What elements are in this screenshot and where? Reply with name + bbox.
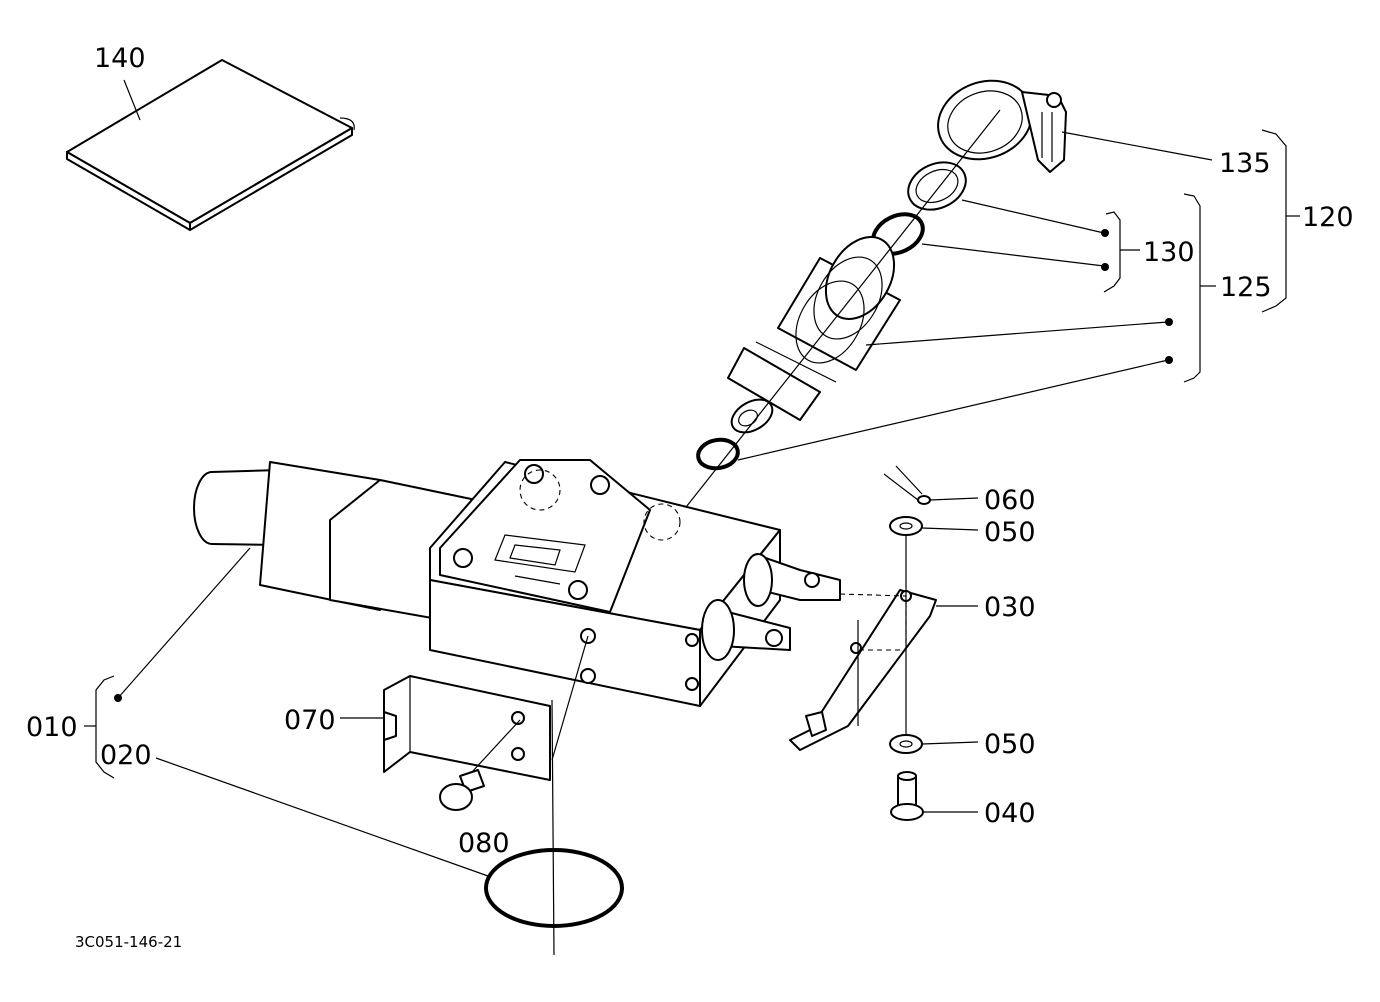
leader-010 bbox=[117, 547, 251, 699]
o-ring-130a bbox=[907, 161, 967, 211]
callout-120: 120 bbox=[1302, 202, 1354, 233]
callout-130: 130 bbox=[1143, 237, 1195, 268]
leader-130a bbox=[961, 199, 1105, 234]
callout-080: 080 bbox=[458, 828, 510, 859]
leader-020 bbox=[155, 757, 489, 877]
callout-060: 060 bbox=[984, 485, 1036, 516]
leader-125a bbox=[865, 321, 1169, 346]
part-030-plate bbox=[789, 589, 937, 751]
callout-010: 010 bbox=[26, 712, 78, 743]
callout-030: 030 bbox=[984, 592, 1036, 623]
callout-125: 125 bbox=[1220, 272, 1272, 303]
part-060-cotter-pin bbox=[883, 465, 923, 501]
bracket-120 bbox=[1261, 129, 1287, 313]
callout-070: 070 bbox=[284, 705, 336, 736]
bracket-130 bbox=[1103, 211, 1121, 293]
leader-050b bbox=[921, 741, 979, 745]
leader-060 bbox=[929, 497, 979, 501]
bracket-125 bbox=[1183, 193, 1201, 383]
part-070-bracket bbox=[383, 675, 551, 781]
o-ring-125 bbox=[696, 437, 740, 471]
callout-050-upper: 050 bbox=[984, 517, 1036, 548]
part-125-cartridge bbox=[727, 236, 901, 434]
part-135-clamp bbox=[937, 79, 1067, 173]
callout-140: 140 bbox=[94, 43, 146, 74]
part-080-bolt bbox=[439, 769, 485, 811]
leader-050a bbox=[921, 527, 979, 531]
part-140-sheet bbox=[66, 59, 355, 231]
callout-050-lower: 050 bbox=[984, 729, 1036, 760]
part-020-o-ring bbox=[484, 848, 624, 928]
leader-125b bbox=[737, 359, 1169, 461]
part-050-washer-lower bbox=[889, 734, 923, 754]
part-010-valve-body bbox=[193, 459, 841, 707]
callout-135: 135 bbox=[1219, 148, 1271, 179]
reference-code: 3C051-146-21 bbox=[75, 933, 182, 951]
part-040-pin bbox=[890, 771, 924, 821]
leader-130b bbox=[921, 243, 1105, 267]
leader-135 bbox=[1061, 131, 1213, 161]
callout-040: 040 bbox=[984, 798, 1036, 829]
callout-020: 020 bbox=[100, 740, 152, 771]
leader-140 bbox=[123, 79, 141, 121]
part-050-washer-upper bbox=[889, 516, 923, 536]
